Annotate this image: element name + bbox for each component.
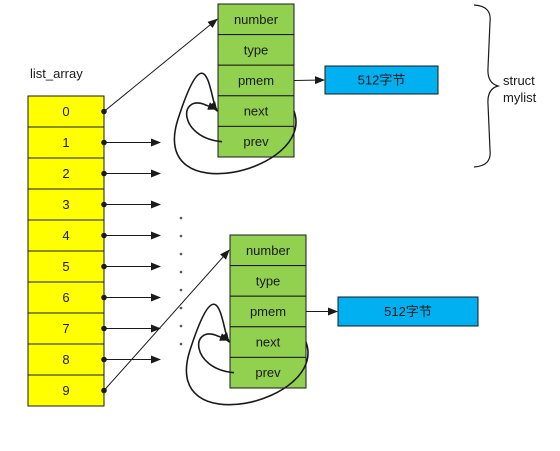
struct1-field-label-prev: prev <box>243 134 269 149</box>
array-cell-2 <box>27 157 105 190</box>
struct2-field-type <box>229 265 307 297</box>
ellipsis-dot-5 <box>179 288 183 292</box>
struct-brace <box>473 4 501 168</box>
list-array: 0 1 2 3 4 5 6 7 8 9 <box>27 95 107 407</box>
struct1-mem-block <box>324 65 439 95</box>
ellipsis-dot-8 <box>179 342 183 346</box>
array-index-3: 3 <box>62 197 69 212</box>
struct2-field-next <box>229 326 307 358</box>
struct2-mem-block <box>337 296 479 327</box>
struct1-field-pmem <box>217 64 295 97</box>
struct2-field-label-prev: prev <box>255 365 281 380</box>
struct2-field-label-pmem: pmem <box>250 304 286 319</box>
struct1-next-loop <box>173 72 297 175</box>
array-index-7: 7 <box>62 321 69 336</box>
struct1-field-label-pmem: pmem <box>238 73 274 88</box>
ellipsis-dot-2 <box>179 234 183 238</box>
array-index-1: 1 <box>62 135 69 150</box>
struct1-field-label-type: type <box>244 42 269 57</box>
array-index-4: 4 <box>62 228 69 243</box>
array-index-2: 2 <box>62 166 69 181</box>
struct2-field-label-next: next <box>256 335 281 350</box>
struct2-field-number <box>229 234 307 267</box>
ellipsis-dot-6 <box>179 306 183 310</box>
struct1-field-label-number: number <box>234 12 279 27</box>
brace-label-line2: mylist <box>503 90 537 105</box>
array-cell-7 <box>27 312 105 345</box>
array-index-9: 9 <box>62 383 69 398</box>
struct2-field-label-type: type <box>256 273 281 288</box>
struct2-field-label-number: number <box>246 243 291 258</box>
struct2-prev-loop <box>197 333 235 374</box>
ellipsis-dot-4 <box>179 270 183 274</box>
struct1-pmem-arrow <box>293 76 325 85</box>
struct2-field-pmem <box>229 295 307 328</box>
ellipsis-dot-1 <box>179 216 183 220</box>
struct1-prev-loop <box>185 102 223 143</box>
ellipsis-dot-7 <box>179 324 183 328</box>
struct-mylist-2: number type pmem next prev 512字节 <box>185 234 479 406</box>
array-index-8: 8 <box>62 352 69 367</box>
array-index-6: 6 <box>62 290 69 305</box>
struct1-mem-label: 512字节 <box>358 73 406 88</box>
struct1-field-label-next: next <box>244 104 269 119</box>
brace-label-line1: struct <box>503 73 535 88</box>
array-index-5: 5 <box>62 259 69 274</box>
array-cell-0 <box>27 95 105 128</box>
struct1-field-prev <box>217 125 295 158</box>
struct2-next-loop <box>185 303 309 406</box>
array-cell-6 <box>27 281 105 314</box>
array-index-0: 0 <box>62 104 69 119</box>
struct1-field-next <box>217 95 295 127</box>
struct2-mem-label: 512字节 <box>384 304 432 319</box>
array-label: list_array <box>30 66 83 81</box>
struct2-field-prev <box>229 356 307 389</box>
pointer-links <box>103 18 230 391</box>
link-0-to-struct1 <box>103 18 218 112</box>
struct1-field-type <box>217 34 295 66</box>
struct-mylist-1: number type pmem next prev 512字节 <box>173 3 439 175</box>
link-9-to-struct2 <box>103 249 230 391</box>
ellipsis-dots <box>179 216 183 346</box>
array-cell-4 <box>27 219 105 252</box>
ellipsis-dot-3 <box>179 252 183 256</box>
